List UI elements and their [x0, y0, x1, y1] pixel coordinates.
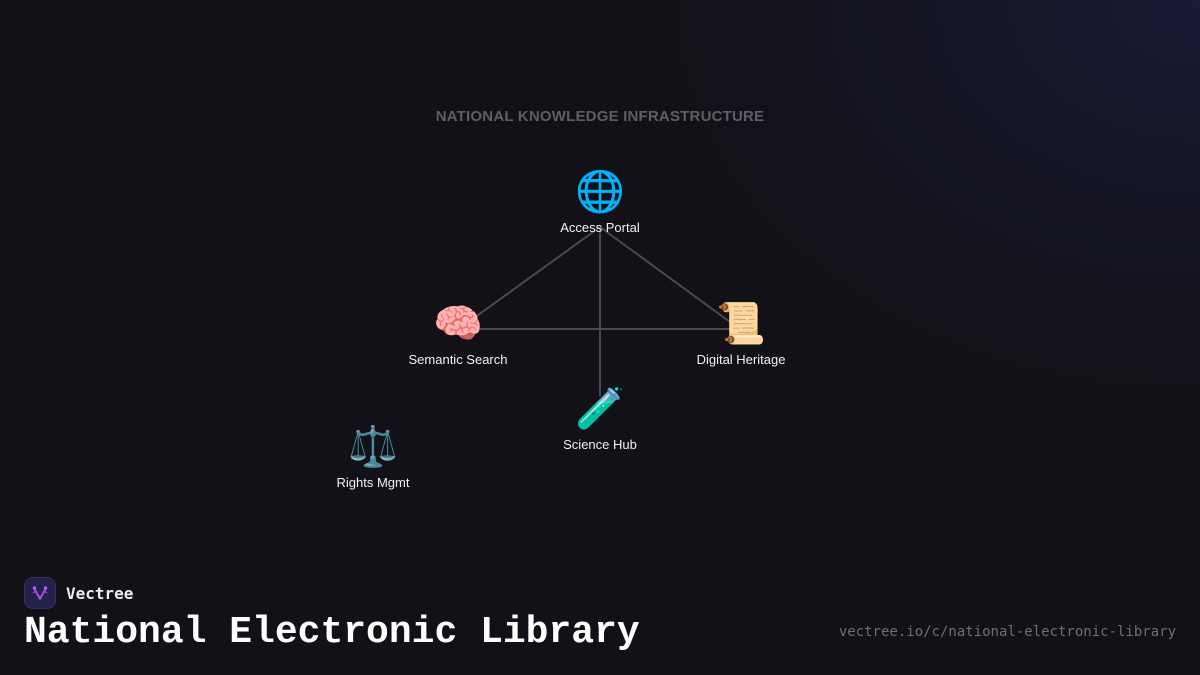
- edge-access-portal-digital-heritage: [599, 226, 731, 323]
- brand-name: Vectree: [66, 583, 134, 603]
- node-label: Rights Mgmt: [336, 475, 410, 490]
- node-digital-heritage[interactable]: 📜 Digital Heritage: [661, 300, 821, 367]
- page-title: National Electronic Library: [24, 611, 640, 654]
- node-rights-mgmt[interactable]: ⚖️ Rights Mgmt: [293, 423, 453, 490]
- node-label: Science Hub: [563, 437, 637, 452]
- node-semantic-search[interactable]: 🧠 Semantic Search: [378, 300, 538, 367]
- test-tube-icon: 🧪: [575, 386, 625, 432]
- globe-icon: 🌐: [575, 169, 625, 215]
- vectree-logo-icon: [24, 577, 56, 609]
- node-label: Access Portal: [560, 220, 640, 235]
- scales-icon: ⚖️: [348, 424, 398, 470]
- edge-access-portal-semantic-search: [473, 226, 601, 319]
- node-label: Digital Heritage: [696, 352, 786, 367]
- node-label: Semantic Search: [408, 352, 508, 367]
- brand[interactable]: Vectree: [24, 577, 133, 609]
- scroll-icon: 📜: [716, 301, 766, 347]
- node-science-hub[interactable]: 🧪 Science Hub: [520, 385, 680, 452]
- brain-icon: 🧠: [433, 301, 483, 347]
- diagram-title: NATIONAL KNOWLEDGE INFRASTRUCTURE: [435, 108, 765, 125]
- page-url[interactable]: vectree.io/c/national-electronic-library: [838, 624, 1176, 640]
- node-access-portal[interactable]: 🌐 Access Portal: [520, 168, 680, 235]
